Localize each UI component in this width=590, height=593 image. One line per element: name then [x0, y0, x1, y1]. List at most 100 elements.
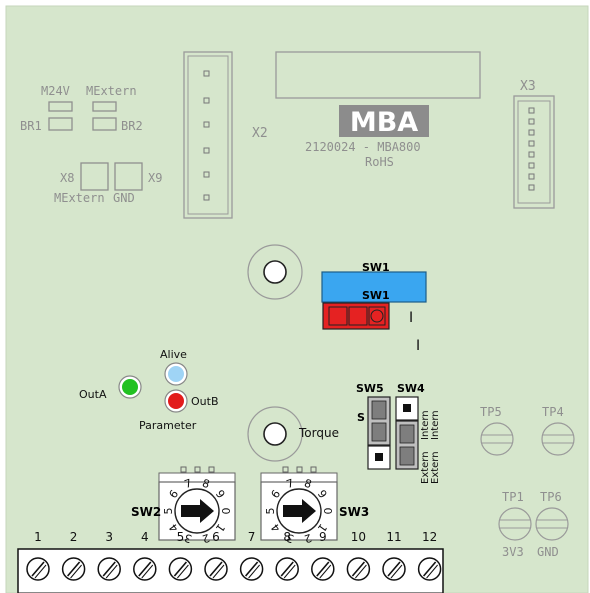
terminal-pin-label: 12: [422, 530, 437, 544]
mba-logo: MBA: [339, 105, 429, 138]
outa-label: OutA: [79, 388, 107, 401]
terminal-screw[interactable]: [61, 557, 86, 581]
dial-header-pin: [208, 466, 215, 473]
terminal-screw[interactable]: [97, 557, 121, 581]
m24v-label: M24V: [41, 84, 70, 98]
dial-header-pin: [296, 466, 303, 473]
dial-header-pin: [282, 466, 289, 473]
sw4-extern-label: Extern: [430, 451, 441, 484]
terminal-screw[interactable]: [417, 557, 442, 581]
torque-trimmer[interactable]: [247, 406, 303, 462]
terminal-screw[interactable]: [382, 557, 406, 581]
dial-digit: 8: [303, 477, 314, 492]
sw5-extern-label: Extern: [420, 451, 431, 484]
terminal-block: [17, 548, 444, 593]
component-outline: [275, 51, 481, 99]
dial-digit: 8: [201, 477, 212, 492]
bridge-br2-pad-bottom: [92, 117, 117, 131]
mounting-hole: [247, 244, 303, 300]
dial-digit: 2: [303, 531, 314, 546]
br2-label: BR2: [121, 119, 143, 133]
terminal-pin-label: 1: [34, 530, 42, 544]
x9-signal-label: GND: [113, 191, 135, 205]
sw1-mark-a: I: [409, 310, 413, 326]
sw1-red-switch[interactable]: [322, 302, 390, 330]
led-outa: [118, 375, 142, 399]
terminal-screw[interactable]: [26, 557, 50, 581]
connector-x8-label: X8: [60, 171, 74, 185]
connector-x2-label: X2: [252, 126, 268, 141]
bridge-br1-pad-bottom: [48, 117, 73, 131]
parameter-label: Parameter: [139, 419, 197, 432]
rohs-label: RoHS: [365, 155, 394, 169]
dial-header-pin: [310, 466, 317, 473]
terminal-pin-label: 4: [141, 530, 149, 544]
sw4-jumper[interactable]: [395, 396, 419, 470]
tp6-signal-label: GND: [537, 545, 559, 559]
connector-x3-label: X3: [520, 79, 536, 94]
sw-partial-label: S: [357, 411, 365, 424]
br1-label: BR1: [20, 119, 42, 133]
terminal-pin-label: 6: [212, 530, 220, 544]
sw5-label: SW5: [356, 382, 384, 395]
sw5-jumper[interactable]: [367, 396, 391, 470]
terminal-screw[interactable]: [311, 557, 335, 581]
mextern-bridge-label: MExtern: [86, 84, 137, 98]
tp1-label: TP1: [502, 490, 524, 504]
connector-x3: [513, 95, 555, 209]
bridge-br1-pad-top: [48, 101, 73, 112]
part-number: 2120024 - MBA800: [305, 140, 421, 154]
sw5-intern-label: Intern: [420, 410, 431, 440]
sw1-label-top: SW1: [362, 261, 390, 274]
dial-digit: 3: [285, 531, 296, 546]
sw2-label: SW2: [131, 505, 161, 519]
dial-header-pin: [180, 466, 187, 473]
sw3-label: SW3: [339, 505, 369, 519]
testpoint-tp6: [535, 507, 569, 541]
dial-digit: 5: [264, 508, 277, 515]
sw4-intern-label: Intern: [430, 410, 441, 440]
sw1-label-inner: SW1: [362, 289, 390, 302]
connector-x9-label: X9: [148, 171, 162, 185]
outb-label: OutB: [191, 395, 219, 408]
dial-header-pin: [194, 466, 201, 473]
dial-digit: 5: [162, 508, 175, 515]
dial-digit: 0: [219, 508, 232, 515]
testpoint-tp5: [480, 422, 514, 456]
svg-text:MBA: MBA: [350, 107, 418, 138]
led-outb: [164, 389, 188, 413]
terminal-pin-label: 10: [351, 530, 366, 544]
connector-x8-pad: [80, 162, 109, 191]
terminal-screw[interactable]: [204, 557, 228, 581]
tp6-label: TP6: [540, 490, 562, 504]
terminal-pin-label: 5: [177, 530, 185, 544]
dial-digit: 0: [321, 508, 334, 515]
terminal-screw[interactable]: [346, 557, 371, 581]
tp5-label: TP5: [480, 405, 502, 419]
led-alive: [164, 362, 188, 386]
terminal-screw[interactable]: [133, 557, 157, 581]
terminal-screw[interactable]: [275, 557, 299, 581]
terminal-pin-label: 9: [319, 530, 327, 544]
terminal-pin-label: 3: [105, 530, 113, 544]
terminal-screw[interactable]: [168, 557, 193, 581]
sw4-label: SW4: [397, 382, 425, 395]
torque-label: Torque: [298, 426, 339, 440]
terminal-pin-label: 11: [386, 530, 401, 544]
dial-digit: 7: [285, 477, 296, 492]
connector-x9-pad: [114, 162, 143, 191]
testpoint-tp1: [498, 507, 532, 541]
terminal-screw[interactable]: [239, 557, 264, 581]
connector-x2: [183, 51, 233, 219]
sw1-mark-b: I: [416, 338, 420, 354]
dial-digit: 7: [183, 477, 194, 492]
terminal-pin-label: 2: [70, 530, 78, 544]
tp4-label: TP4: [542, 405, 564, 419]
alive-label: Alive: [160, 348, 187, 361]
sw1-blue-switch[interactable]: [321, 271, 427, 303]
bridge-br2-pad-top: [92, 101, 117, 112]
dial-digit: 3: [183, 531, 194, 546]
